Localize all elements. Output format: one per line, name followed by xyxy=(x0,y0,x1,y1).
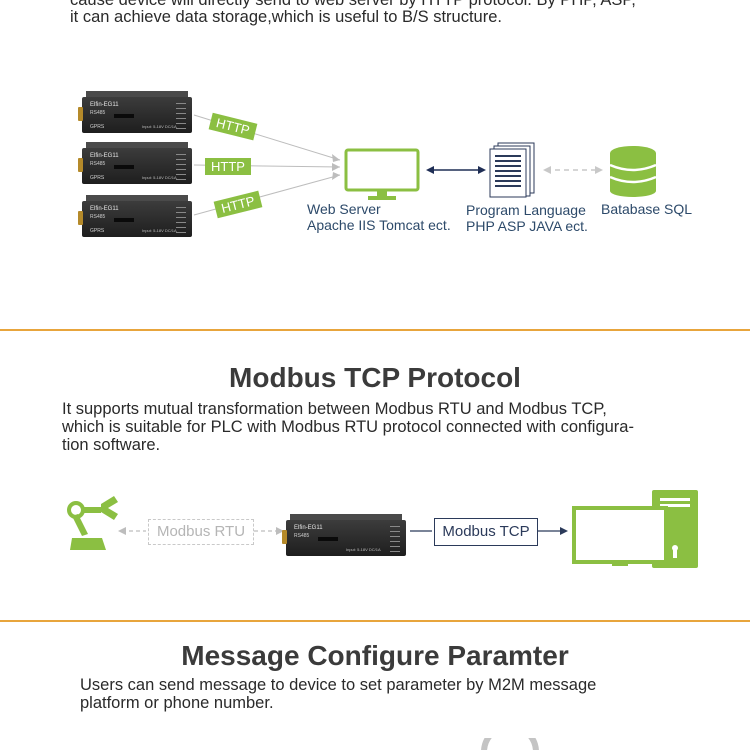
http-tag-2: HTTP xyxy=(205,158,251,175)
database-label: Batabase SQL xyxy=(601,201,693,217)
computer-icon xyxy=(572,490,698,568)
gateway-device-1: Elfin-EG11 RS485 GPRS Input: 5-18V DC/1A xyxy=(78,91,192,133)
device-model-label: Elfin-EG11 xyxy=(294,525,323,531)
database-icon xyxy=(609,146,657,197)
modbus-connector-lines xyxy=(118,527,568,535)
message-desc-line-1: Users can send message to device to set … xyxy=(80,676,597,694)
modbus-desc-line-1: It supports mutual transformation betwee… xyxy=(62,400,607,418)
modbus-rtu-label: Modbus RTU xyxy=(148,519,254,545)
section-divider-1 xyxy=(0,329,750,331)
device-radio-label: GPRS xyxy=(90,175,105,181)
device-model-label: Elfin-EG11 xyxy=(90,153,119,159)
robot-arm-icon xyxy=(67,496,118,550)
modbus-description: It supports mutual transformation betwee… xyxy=(62,400,634,454)
device-input-label: Input: 5-18V DC/1A xyxy=(346,547,381,552)
intro-line-1: cause device will directly send to web s… xyxy=(70,0,636,9)
phone-icon xyxy=(481,738,539,750)
gateway-device-3: Elfin-EG11 RS485 GPRS Input: 5-18V DC/1A xyxy=(78,195,192,237)
program-language-subtitle: PHP ASP JAVA ect. xyxy=(466,218,588,234)
device-port-label: RS485 xyxy=(294,533,310,539)
device-input-label: Input: 5-18V DC/1A xyxy=(142,228,177,233)
intro-paragraph: cause device will directly send to web s… xyxy=(70,0,710,26)
document-icon xyxy=(489,142,535,198)
monitor-icon xyxy=(344,148,420,200)
device-radio-label: GPRS xyxy=(90,124,105,130)
device-port-label: RS485 xyxy=(90,214,106,220)
modbus-gateway-device: Elfin-EG11 RS485 Input: 5-18V DC/1A xyxy=(282,514,406,556)
modbus-title: Modbus TCP Protocol xyxy=(229,362,521,393)
program-language-title: Program Language xyxy=(466,202,586,218)
device-model-label: Elfin-EG11 xyxy=(90,102,119,108)
web-server-subtitle: Apache IIS Tomcat ect. xyxy=(307,217,451,233)
intro-line-2: it can achieve data storage,which is use… xyxy=(70,8,502,26)
gateway-device-2: Elfin-EG11 RS485 GPRS Input: 5-18V DC/1A xyxy=(78,142,192,184)
device-model-label: Elfin-EG11 xyxy=(90,206,119,212)
modbus-desc-line-2: which is suitable for PLC with Modbus RT… xyxy=(62,418,634,436)
message-desc-line-2: platform or phone number. xyxy=(80,694,274,712)
modbus-desc-line-3: tion software. xyxy=(62,436,161,454)
device-input-label: Input: 5-18V DC/1A xyxy=(142,124,177,129)
message-title: Message Configure Paramter xyxy=(181,640,569,671)
web-server-title: Web Server xyxy=(307,201,381,217)
device-port-label: RS485 xyxy=(90,161,106,167)
device-port-label: RS485 xyxy=(90,110,106,116)
device-radio-label: GPRS xyxy=(90,228,105,234)
modbus-tcp-label: Modbus TCP xyxy=(434,518,538,546)
message-description: Users can send message to device to set … xyxy=(80,676,596,712)
section-divider-2 xyxy=(0,620,750,622)
device-input-label: Input: 5-18V DC/1A xyxy=(142,175,177,180)
